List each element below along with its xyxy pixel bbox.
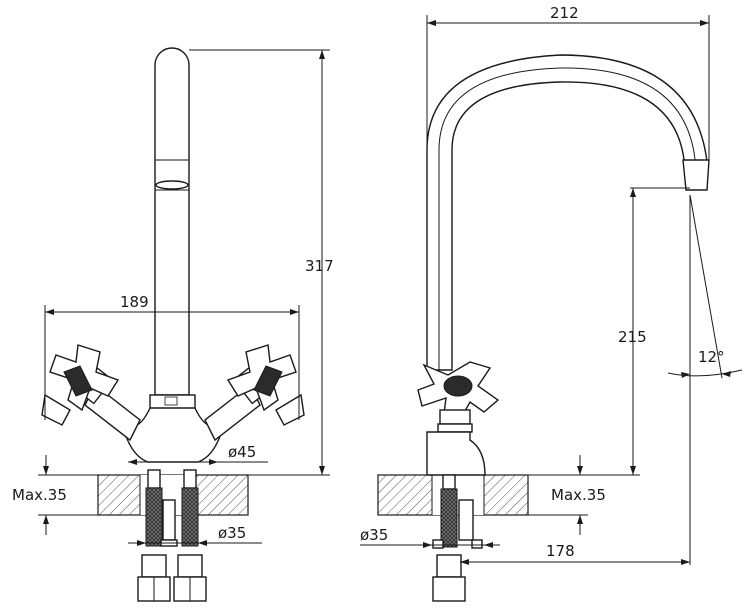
front-mount-diameter-label: ø35 — [218, 524, 246, 542]
front-hoses — [137, 469, 207, 602]
front-handle-span-label: 189 — [120, 293, 149, 311]
side-max-thickness-label: Max.35 — [551, 486, 606, 504]
dim-base-to-outlet — [460, 559, 690, 565]
dim-mount-diameter-front — [128, 540, 262, 546]
side-gooseneck-spout — [426, 54, 709, 371]
dim-spout-angle — [667, 194, 743, 565]
side-body — [426, 431, 486, 476]
side-view: 212 215 12° Max.35 — [360, 4, 743, 602]
dim-total-height — [189, 49, 330, 476]
side-mount-diameter-label: ø35 — [360, 526, 388, 544]
dim-handle-span — [44, 305, 300, 420]
dim-base-diameter — [128, 459, 268, 465]
side-cross-handle — [417, 361, 500, 433]
dim-max-thickness-side — [528, 455, 588, 535]
dim-max-thickness-front — [38, 455, 98, 535]
dim-spout-height — [580, 187, 690, 476]
side-hoses — [432, 474, 483, 602]
front-base-diameter-label: ø45 — [228, 443, 256, 461]
front-spout-tube — [154, 47, 190, 396]
front-total-height-label: 317 — [305, 257, 334, 275]
dim-spout-reach — [426, 15, 710, 160]
front-right-cross-handle — [226, 344, 305, 426]
front-view: 317 189 ø45 Max.35 — [12, 47, 334, 602]
side-spout-reach-label: 212 — [550, 4, 579, 22]
front-max-thickness-label: Max.35 — [12, 486, 67, 504]
dim-mount-diameter-side — [360, 542, 500, 548]
side-spout-height-label: 215 — [618, 328, 647, 346]
front-left-cross-handle — [41, 344, 120, 426]
side-base-to-outlet-label: 178 — [546, 542, 575, 560]
side-spout-angle-label: 12° — [698, 348, 725, 366]
